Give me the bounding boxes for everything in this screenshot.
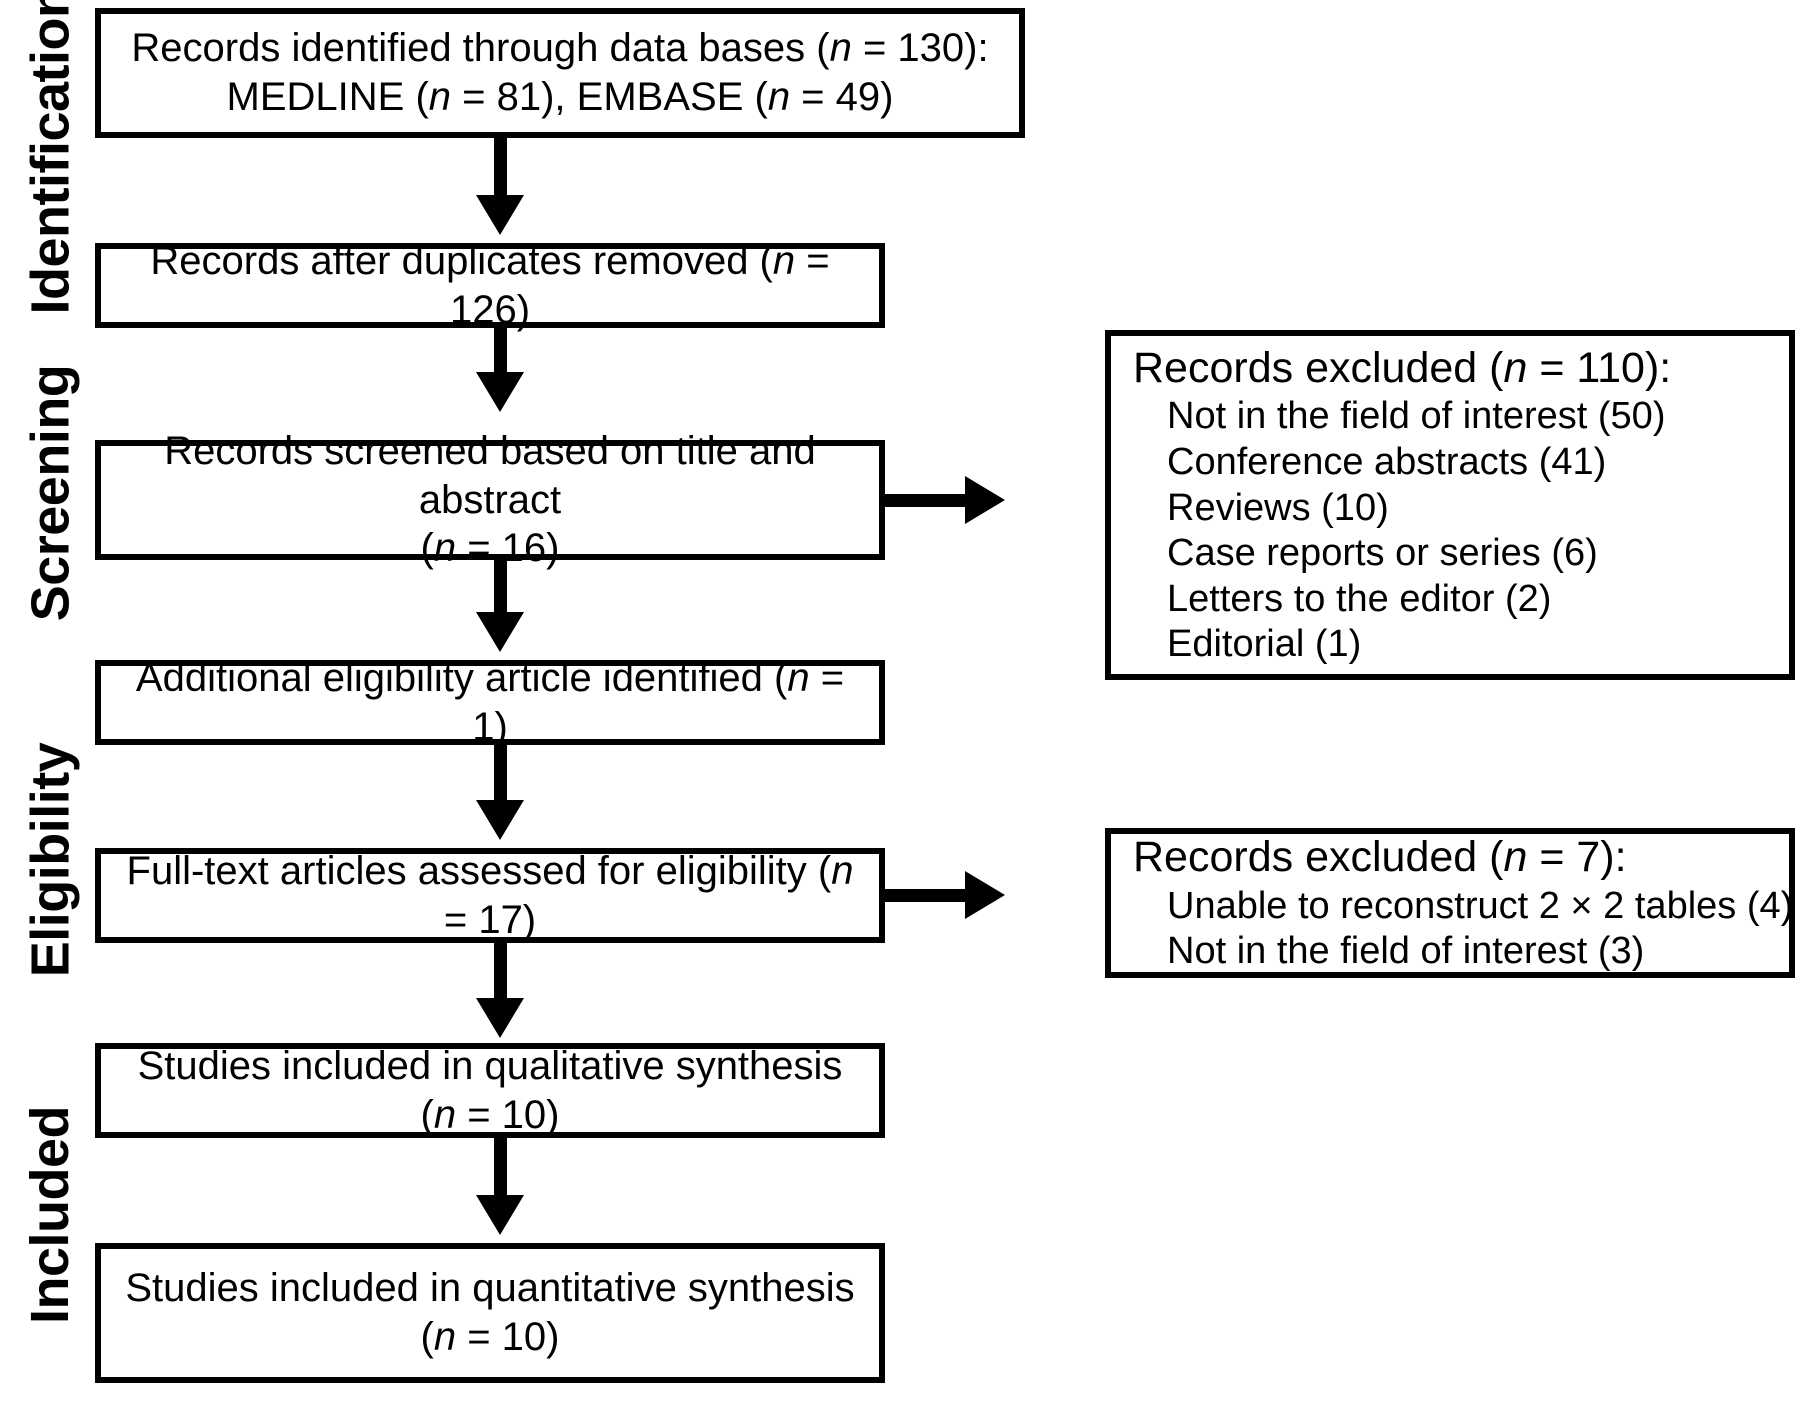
records-identified-line2-a: MEDLINE (: [226, 75, 429, 119]
quantitative-line2-pre: (: [420, 1315, 434, 1359]
exclusion-reason-item: Unable to reconstruct 2 × 2 tables (4): [1167, 884, 1794, 927]
connector-identified-to-duplicates: [494, 138, 507, 200]
excluded-screening-head-post: = 110):: [1527, 344, 1672, 392]
records-screened-line2-pre: (: [420, 526, 434, 571]
exclusion-reason-item: Not in the field of interest (50): [1167, 395, 1666, 438]
stage-label-identification-text: Identification: [20, 0, 80, 315]
fulltext-post: = 17): [443, 897, 537, 942]
exclusion-reason-item: Not in the field of interest (3): [1167, 930, 1645, 973]
stage-label-screening-text: Screening: [20, 364, 80, 621]
exclusion-reason-item: Reviews (10): [1167, 486, 1389, 529]
connector-screened-to-excluded: [885, 494, 975, 507]
records-identified-line2-c: = 49): [790, 75, 894, 119]
box-records-excluded-screening: Records excluded (n = 110): Not in the f…: [1105, 330, 1795, 680]
box-records-excluded-eligibility: Records excluded (n = 7): Unable to reco…: [1105, 828, 1795, 978]
qualitative-pre: Studies included in qualitative synthesi…: [137, 1043, 843, 1137]
italic-n: n: [1503, 344, 1528, 392]
arrow-additional-to-fulltext: [476, 800, 524, 840]
arrow-screened-to-excluded: [965, 476, 1005, 524]
connector-duplicates-to-screened: [494, 328, 507, 378]
box-additional-eligibility-text: Additional eligibility article identifie…: [101, 654, 879, 752]
connector-fulltext-to-excluded: [885, 889, 975, 902]
exclusion-reason-item: Conference abstracts (41): [1167, 441, 1607, 484]
italic-n: n: [433, 1092, 457, 1137]
stage-label-identification: Identification: [0, 0, 100, 315]
box-quantitative-synthesis-text: Studies included in quantitative synthes…: [111, 1264, 868, 1362]
excluded-eligibility-head-pre: Records excluded (: [1133, 833, 1504, 882]
italic-n: n: [433, 526, 457, 571]
box-qualitative-synthesis: Studies included in qualitative synthesi…: [95, 1043, 885, 1138]
box-fulltext-assessed-text: Full-text articles assessed for eligibil…: [101, 847, 879, 945]
additional-post: = 1): [472, 655, 845, 749]
stage-label-included: Included: [0, 1035, 100, 1395]
italic-n: n: [428, 75, 452, 119]
exclusion-reason-item: Case reports or series (6): [1167, 532, 1598, 575]
box-records-screened: Records screened based on title and abst…: [95, 429, 885, 570]
box-duplicates-removed-text: Records after duplicates removed (n = 12…: [101, 237, 879, 335]
box-records-identified-text: Records identified through data bases (n…: [117, 24, 1002, 122]
arrow-fulltext-to-excluded: [965, 871, 1005, 919]
box-records-screened-text: Records screened based on title and abst…: [101, 427, 879, 573]
connector-qualitative-to-quantitative: [494, 1138, 507, 1200]
connector-fulltext-to-qualitative: [494, 943, 507, 1003]
records-excluded-eligibility-heading: Records excluded (n = 7):: [1133, 831, 1789, 883]
arrow-qualitative-to-quantitative: [476, 1195, 524, 1235]
records-screened-line1: Records screened based on title and abst…: [164, 428, 816, 522]
excluded-eligibility-head-post: = 7):: [1527, 833, 1627, 882]
records-screened-line2-post: = 16): [456, 526, 560, 571]
stage-label-eligibility-text: Eligibility: [20, 742, 80, 978]
exclusion-reason-item: Letters to the editor (2): [1167, 577, 1552, 620]
quantitative-line2-post: = 10): [456, 1315, 560, 1359]
arrow-screened-to-additional: [476, 612, 524, 652]
arrow-identified-to-duplicates: [476, 195, 524, 235]
quantitative-line1: Studies included in quantitative synthes…: [125, 1266, 855, 1311]
records-excluded-screening-heading: Records excluded (n = 110):: [1133, 342, 1789, 394]
qualitative-post: = 10): [456, 1092, 560, 1137]
italic-n: n: [829, 26, 852, 71]
connector-additional-to-fulltext: [494, 745, 507, 805]
records-identified-line1-post: = 130):: [851, 26, 989, 71]
italic-n: n: [787, 655, 810, 700]
records-identified-line1-pre: Records identified through data bases (: [131, 26, 830, 71]
exclusion-reason-item: Editorial (1): [1167, 623, 1362, 666]
italic-n: n: [1503, 833, 1528, 882]
arrow-duplicates-to-screened: [476, 372, 524, 412]
fulltext-pre: Full-text articles assessed for eligibil…: [126, 848, 832, 893]
box-fulltext-assessed: Full-text articles assessed for eligibil…: [95, 848, 885, 943]
box-qualitative-synthesis-text: Studies included in qualitative synthesi…: [101, 1042, 879, 1140]
box-additional-eligibility-article: Additional eligibility article identifie…: [95, 656, 885, 749]
box-quantitative-synthesis: Studies included in quantitative synthes…: [95, 1243, 885, 1383]
box-records-identified: Records identified through data bases (n…: [95, 8, 1025, 138]
records-identified-line2-b: = 81), EMBASE (: [451, 75, 768, 119]
duplicates-removed-pre: Records after duplicates removed (: [150, 238, 773, 283]
additional-pre: Additional eligibility article identifie…: [135, 655, 788, 700]
stage-label-screening: Screening: [0, 300, 100, 685]
box-duplicates-removed: Records after duplicates removed (n = 12…: [95, 239, 885, 332]
arrow-fulltext-to-qualitative: [476, 998, 524, 1038]
italic-n: n: [772, 238, 796, 283]
excluded-screening-head-pre: Records excluded (: [1133, 344, 1504, 392]
duplicates-removed-post: = 126): [449, 238, 830, 332]
italic-n: n: [433, 1315, 457, 1359]
italic-n: n: [767, 75, 791, 119]
italic-n: n: [831, 848, 854, 893]
stage-label-included-text: Included: [20, 1105, 81, 1325]
connector-screened-to-additional: [494, 560, 507, 618]
stage-label-eligibility: Eligibility: [0, 685, 100, 1035]
